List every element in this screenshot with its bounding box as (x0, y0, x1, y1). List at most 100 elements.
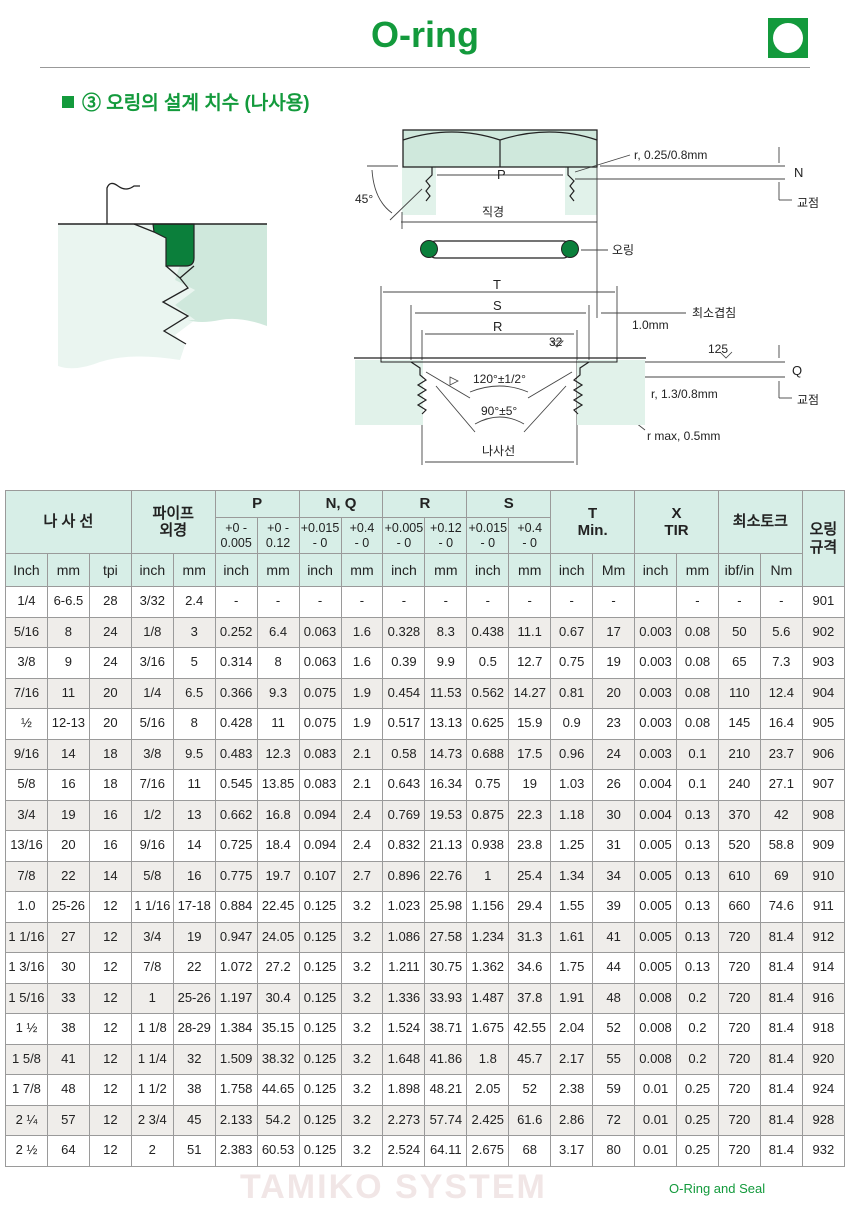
table-cell: 0.125 (298, 891, 342, 923)
table-cell: 0.314 (214, 647, 258, 679)
table-cell: 1.9 (340, 708, 384, 740)
table-cell: 0.003 (634, 647, 677, 679)
oring-installed-illustration (58, 182, 267, 369)
table-cell: 81.4 (759, 982, 803, 1014)
table-cell: 12 (88, 1135, 132, 1167)
table-cell: 24.05 (256, 921, 300, 953)
table-cell: 914 (801, 952, 846, 984)
table-cell: 81.4 (759, 1135, 803, 1167)
table-cell: 20 (592, 677, 636, 709)
table-cell: 20 (88, 708, 132, 740)
unit-header: Nm (759, 553, 803, 587)
table-cell: 2.273 (382, 1104, 426, 1136)
table-cell: 8 (172, 708, 216, 740)
table-cell: 2.4 (172, 586, 216, 618)
table-cell: - (424, 586, 468, 618)
unit-header: mm (508, 553, 552, 587)
table-cell: 50 (717, 616, 761, 648)
label-P: P (497, 167, 506, 182)
tolerance-header: +0 - 0.12 (256, 517, 300, 554)
table-cell: 2 ¼ (5, 1104, 48, 1136)
table-cell: 16 (46, 769, 90, 801)
table-cell: 240 (717, 769, 761, 801)
unit-header: mm (676, 553, 719, 587)
table-cell: 11.1 (508, 616, 552, 648)
table-cell: 12 (88, 1104, 132, 1136)
table-cell: 1.61 (550, 921, 594, 953)
header-thread: 나 사 선 (5, 490, 132, 554)
table-cell: 9.9 (424, 647, 468, 679)
table-cell: 12 (88, 921, 132, 953)
table-cell: 0.003 (634, 616, 677, 648)
section-heading-text: ③ 오링의 설계 치수 (나사용) (82, 93, 310, 114)
table-cell: 14 (172, 830, 216, 862)
table-cell: 23.8 (508, 830, 552, 862)
table-cell: 0.13 (676, 891, 719, 923)
table-cell: - (214, 586, 258, 618)
label-min-overlap: 최소겹침 (692, 306, 736, 320)
table-cell: 0.5 (466, 647, 510, 679)
table-cell: 0.005 (634, 830, 677, 862)
table-cell: 27.58 (424, 921, 468, 953)
table-cell: 2.4 (340, 830, 384, 862)
table-cell: 0.13 (676, 860, 719, 892)
table-cell: 904 (801, 677, 846, 709)
table-cell: 12.3 (256, 738, 300, 770)
header-oring-size: 오링 규격 (801, 490, 846, 587)
unit-header: mm (256, 553, 300, 587)
table-cell: 5/16 (130, 708, 174, 740)
table-cell: 5 (172, 647, 216, 679)
table-cell: 41.86 (424, 1043, 468, 1075)
table-cell: 910 (801, 860, 846, 892)
table-cell: - (508, 586, 552, 618)
table-cell: 27.1 (759, 769, 803, 801)
table-cell: 14.27 (508, 677, 552, 709)
table-cell: 210 (717, 738, 761, 770)
table-cell: 5/16 (5, 616, 48, 648)
table-cell: 27.2 (256, 952, 300, 984)
table-cell: 928 (801, 1104, 846, 1136)
table-cell: 12.4 (759, 677, 803, 709)
table-cell: 6-6.5 (46, 586, 90, 618)
table-cell: 3.2 (340, 1104, 384, 1136)
table-cell: 12 (88, 1043, 132, 1075)
table-cell: 720 (717, 1104, 761, 1136)
table-cell: 0.25 (676, 1135, 719, 1167)
table-cell: 0.725 (214, 830, 258, 862)
design-dimension-diagram: r, 0.25/0.8mm N 교점 45° P 직경 오링 T S R 최소겹… (354, 129, 819, 465)
label-r-bottom: r, 1.3/0.8mm (651, 387, 718, 401)
table-cell: 0.083 (298, 738, 342, 770)
table-cell: 1 7/8 (5, 1074, 48, 1106)
table-cell: 17.5 (508, 738, 552, 770)
table-cell: 0.2 (676, 982, 719, 1014)
tolerance-header: +0.4 - 0 (508, 517, 552, 554)
table-cell: 14 (88, 860, 132, 892)
table-cell: 1.648 (382, 1043, 426, 1075)
table-cell: 0.008 (634, 982, 677, 1014)
table-cell: 0.96 (550, 738, 594, 770)
table-cell: 0.769 (382, 799, 426, 831)
table-cell: 31 (592, 830, 636, 862)
table-cell: 74.6 (759, 891, 803, 923)
table-cell: 0.884 (214, 891, 258, 923)
oring-logo-icon (768, 18, 808, 58)
table-cell: 81.4 (759, 1013, 803, 1045)
table-cell: 25-26 (46, 891, 90, 923)
table-cell: 16.8 (256, 799, 300, 831)
table-cell: 18 (88, 769, 132, 801)
table-cell: 0.008 (634, 1013, 677, 1045)
table-cell: 0.81 (550, 677, 594, 709)
unit-header: mm (424, 553, 468, 587)
table-cell: 19 (172, 921, 216, 953)
table-cell: 1.758 (214, 1074, 258, 1106)
table-cell: 15.9 (508, 708, 552, 740)
table-cell: 1.03 (550, 769, 594, 801)
table-cell: 34 (592, 860, 636, 892)
header-X: X TIR (634, 490, 719, 554)
table-cell: 720 (717, 1074, 761, 1106)
